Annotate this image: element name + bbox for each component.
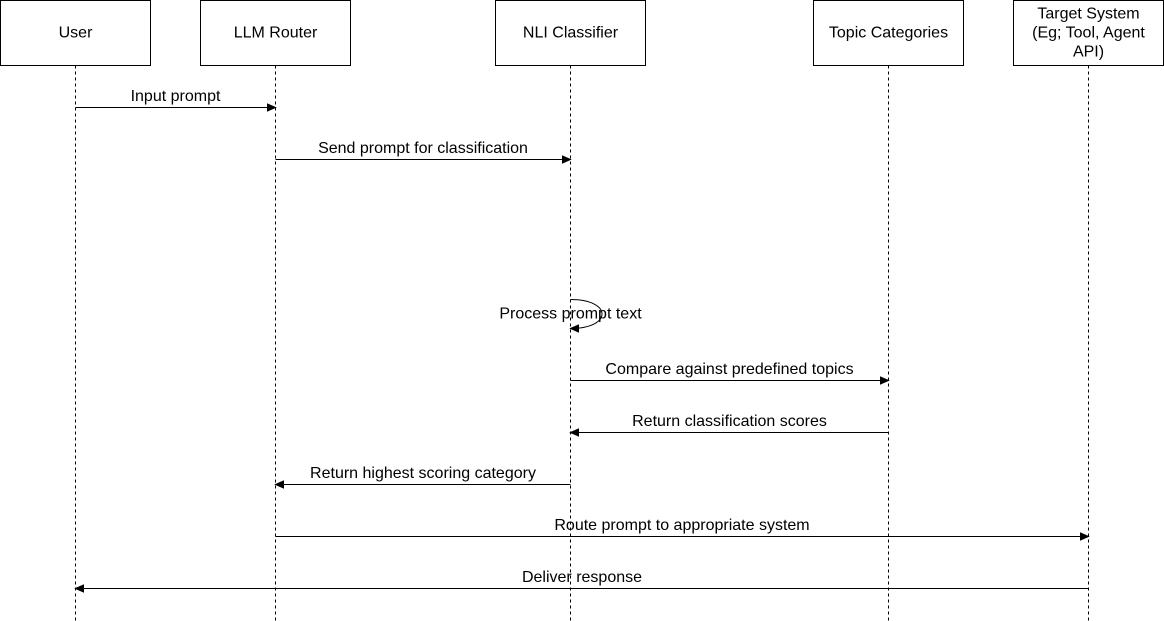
message-2: Send prompt for classification — [275, 140, 572, 164]
actor-label-router: LLM Router — [234, 25, 318, 42]
arrowhead — [74, 584, 84, 593]
arrowhead — [1080, 532, 1090, 541]
arrowhead — [569, 428, 579, 437]
actor-box-target — [1013, 0, 1164, 66]
message-label: Process prompt text — [499, 306, 642, 323]
message-label: Return highest scoring category — [310, 465, 536, 482]
message-6: Return highest scoring category — [274, 465, 571, 489]
message-label: Deliver response — [522, 569, 642, 586]
actor-label-topics: Topic Categories — [829, 25, 948, 42]
message-8: Deliver response — [74, 569, 1089, 593]
message-label: Input prompt — [131, 88, 221, 105]
actor-nli: NLI Classifier — [495, 0, 646, 66]
actor-topics: Topic Categories — [813, 0, 964, 66]
self-message-arrow — [570, 299, 603, 329]
arrowhead — [267, 103, 277, 112]
arrowhead — [274, 480, 284, 489]
arrowhead — [562, 155, 572, 164]
actor-box-router — [200, 0, 351, 66]
actor-label-user: User — [59, 25, 93, 42]
actor-label-target-line-2: (Eg; Tool, Agent — [1032, 25, 1145, 42]
actors: User LLM Router NLI Classifier Topic Catego… — [0, 0, 1164, 66]
message-label: Send prompt for classification — [318, 140, 528, 157]
actor-user: User — [0, 0, 151, 66]
message-4: Compare against predefined topics — [570, 361, 890, 385]
arrowhead — [569, 324, 579, 333]
message-label: Route prompt to appropriate system — [554, 517, 809, 534]
actor-label-nli: NLI Classifier — [523, 25, 619, 42]
actor-box-user — [0, 0, 151, 66]
message-3: Process prompt text — [499, 299, 642, 333]
message-7: Route prompt to appropriate system — [275, 517, 1090, 541]
message-1: Input prompt — [75, 88, 277, 112]
actor-label-target-line-1: Target System — [1037, 6, 1139, 23]
actor-box-nli — [495, 0, 646, 66]
actor-label-target-line-3: API) — [1073, 44, 1104, 61]
actor-router: LLM Router — [200, 0, 351, 66]
actor-box-topics — [813, 0, 964, 66]
lifelines — [75, 65, 1089, 621]
arrowhead — [880, 376, 890, 385]
message-5: Return classification scores — [569, 413, 889, 437]
message-label: Compare against predefined topics — [605, 361, 853, 378]
message-label: Return classification scores — [632, 413, 827, 430]
